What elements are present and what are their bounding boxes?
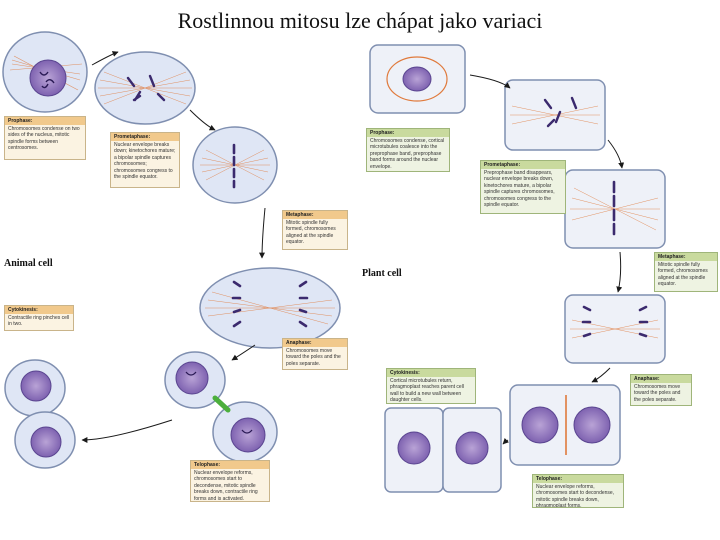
plant-telophase-cell bbox=[509, 384, 621, 466]
plant-cytokinesis-box: Cytokinesis: Cortical microtubules retur… bbox=[386, 368, 476, 404]
animal-prometaphase-box: Prometaphase: Nuclear envelope breaks do… bbox=[110, 132, 180, 188]
plant-prophase-text: Chromosomes condense, cortical microtubu… bbox=[370, 138, 445, 170]
plant-prophase-header: Prophase: bbox=[367, 129, 449, 137]
animal-anaphase-header: Anaphase: bbox=[283, 339, 347, 347]
plant-metaphase-text: Mitotic spindle fully formed, chromosome… bbox=[658, 262, 708, 288]
animal-cytokinesis-cells bbox=[4, 359, 76, 469]
animal-metaphase-cell bbox=[192, 126, 278, 204]
animal-telophase-text: Nuclear envelope reforms, chromosomes st… bbox=[194, 470, 258, 502]
plant-prophase-box: Prophase: Chromosomes condense, cortical… bbox=[366, 128, 450, 172]
animal-cytokinesis-text: Contractile ring pinches cell in two. bbox=[8, 315, 70, 328]
plant-telophase-header: Telophase: bbox=[533, 475, 623, 483]
plant-metaphase-cell bbox=[564, 169, 666, 249]
plant-prophase-cell bbox=[369, 44, 466, 114]
plant-arrows bbox=[469, 74, 625, 445]
plant-cytokinesis-header: Cytokinesis: bbox=[387, 369, 475, 377]
animal-prophase-box: Prophase: Chromosomes condense on two si… bbox=[4, 116, 86, 160]
animal-anaphase-text: Chromosomes move toward the poles and th… bbox=[286, 348, 341, 367]
plant-cytokinesis-text: Cortical microtubules return, phragmopla… bbox=[390, 378, 464, 404]
plant-prometaphase-cell bbox=[504, 79, 606, 151]
plant-anaphase-cell bbox=[564, 294, 666, 364]
animal-prophase-header: Prophase: bbox=[5, 117, 85, 125]
page-title: Rostlinnou mitosu lze chápat jako variac… bbox=[177, 8, 543, 33]
plant-anaphase-box: Anaphase: Chromosomes move toward the po… bbox=[630, 374, 692, 406]
animal-telophase-cell bbox=[164, 351, 278, 463]
animal-telophase-header: Telophase: bbox=[191, 461, 269, 469]
animal-prometaphase-header: Prometaphase: bbox=[111, 133, 179, 141]
plant-cell-label: Plant cell bbox=[362, 268, 402, 279]
animal-metaphase-box: Metaphase: Mitotic spindle fully formed,… bbox=[282, 210, 348, 250]
animal-prophase-text: Chromosomes condense on two sides of the… bbox=[8, 126, 80, 152]
animal-cell-label: Animal cell bbox=[4, 258, 53, 269]
animal-prometaphase-cell bbox=[94, 51, 196, 125]
animal-arrows bbox=[81, 51, 266, 443]
animal-metaphase-text: Mitotic spindle fully formed, chromosome… bbox=[286, 220, 336, 246]
plant-cytokinesis-cells bbox=[384, 407, 502, 493]
animal-metaphase-header: Metaphase: bbox=[283, 211, 347, 219]
plant-metaphase-header: Metaphase: bbox=[655, 253, 717, 261]
animal-prometaphase-text: Nuclear envelope breaks down; kinetochor… bbox=[114, 142, 176, 181]
animal-anaphase-box: Anaphase: Chromosomes move toward the po… bbox=[282, 338, 348, 370]
plant-anaphase-text: Chromosomes move toward the poles and th… bbox=[634, 384, 681, 403]
animal-cytokinesis-header: Cytokinesis: bbox=[5, 306, 73, 314]
plant-metaphase-box: Metaphase: Mitotic spindle fully formed,… bbox=[654, 252, 718, 292]
animal-anaphase-cell bbox=[199, 267, 341, 349]
plant-telophase-text: Nuclear envelope reforms, chromosomes st… bbox=[536, 484, 615, 508]
animal-telophase-box: Telophase: Nuclear envelope reforms, chr… bbox=[190, 460, 270, 502]
plant-anaphase-header: Anaphase: bbox=[631, 375, 691, 383]
plant-prometaphase-header: Prometaphase: bbox=[481, 161, 565, 169]
plant-telophase-box: Telophase: Nuclear envelope reforms, chr… bbox=[532, 474, 624, 508]
animal-prophase-cell bbox=[2, 31, 88, 113]
plant-prometaphase-text: Preprophase band disappears, nuclear env… bbox=[484, 170, 555, 209]
plant-prometaphase-box: Prometaphase: Preprophase band disappear… bbox=[480, 160, 566, 214]
animal-cytokinesis-box: Cytokinesis: Contractile ring pinches ce… bbox=[4, 305, 74, 331]
